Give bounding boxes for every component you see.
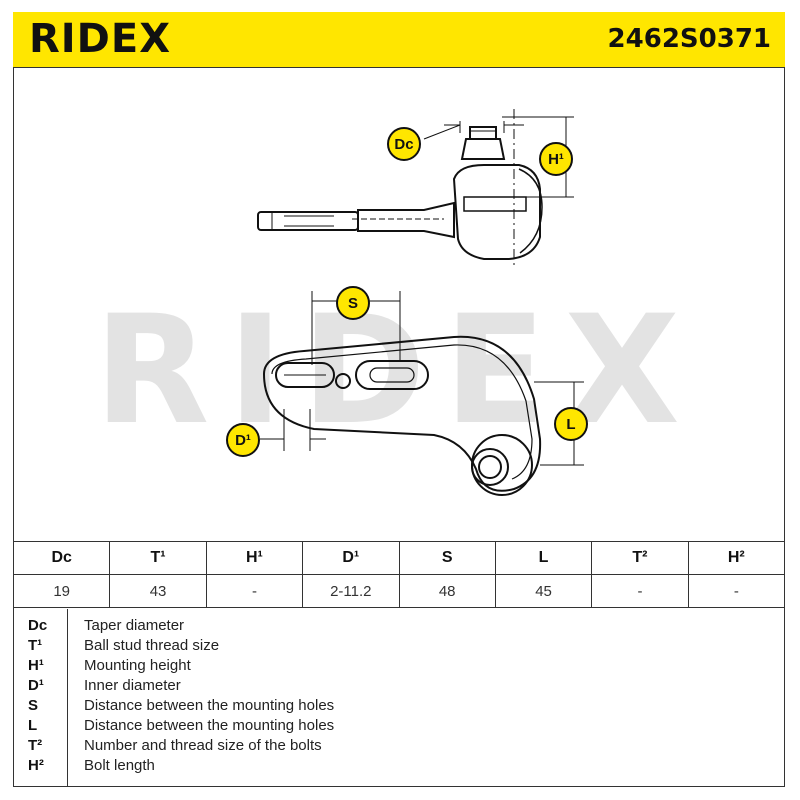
legend-desc: Mounting height [84,656,191,674]
top-view [260,291,584,496]
spec-header: Dc [12,541,111,575]
spec-value: 48 [398,574,496,608]
legend-code: Dc [28,616,48,634]
label-d1: D¹ [226,423,260,457]
spec-table: Dc T¹ H¹ D¹ S L T² H² 19 43 - 2-11.2 48 … [12,541,786,608]
spec-value: - [687,574,786,608]
legend-code: D¹ [28,676,44,694]
spec-value: 45 [494,574,593,608]
spec-header: H² [687,541,786,575]
legend-divider [13,607,785,608]
legend-code: H² [28,756,44,774]
part-drawing-svg [257,109,584,496]
legend: Dc Taper diameter T¹ Ball stud thread si… [28,615,768,775]
legend-code: L [28,716,38,734]
part-number: 2462S0371 [607,24,771,54]
header-bar: RIDEX 2462S0371 [13,12,785,68]
legend-code: S [28,696,39,714]
spec-header: D¹ [302,541,400,575]
legend-item: S Distance between the mounting holes [28,695,768,715]
legend-desc: Number and thread size of the bolts [84,736,322,754]
spec-header: T¹ [109,541,207,575]
spec-header: H¹ [205,541,304,575]
spec-header: T² [591,541,689,575]
label-s: S [336,286,370,320]
legend-item: L Distance between the mounting holes [28,715,768,735]
legend-item: Dc Taper diameter [28,615,768,635]
spec-header-row: Dc T¹ H¹ D¹ S L T² H² [12,541,786,575]
label-dc: Dc [387,127,421,161]
spec-value: 43 [109,574,207,608]
spec-value: 2-11.2 [302,574,400,608]
legend-item: T² Number and thread size of the bolts [28,735,768,755]
brand-logo: RIDEX [29,16,172,62]
spec-header: S [398,541,496,575]
legend-desc: Ball stud thread size [84,636,220,654]
legend-item: H¹ Mounting height [28,655,768,675]
legend-code: T¹ [28,636,43,654]
label-h1: H¹ [539,142,573,176]
legend-desc: Taper diameter [84,616,185,634]
legend-item: T¹ Ball stud thread size [28,635,768,655]
legend-column-divider [67,609,68,787]
legend-desc: Inner diameter [84,676,181,694]
legend-desc: Distance between the mounting holes [84,716,335,734]
spec-value: - [205,574,304,608]
technical-drawing: RIDEX [14,69,784,541]
legend-code: T² [28,736,43,754]
legend-code: H¹ [28,656,44,674]
legend-desc: Distance between the mounting holes [84,696,335,714]
label-l: L [554,407,588,441]
legend-item: D¹ Inner diameter [28,675,768,695]
spec-value: - [591,574,689,608]
spec-header: L [494,541,593,575]
legend-desc: Bolt length [84,756,155,774]
spec-value: 19 [12,574,111,608]
spec-value-row: 19 43 - 2-11.2 48 45 - - [12,574,786,608]
legend-item: H² Bolt length [28,755,768,775]
